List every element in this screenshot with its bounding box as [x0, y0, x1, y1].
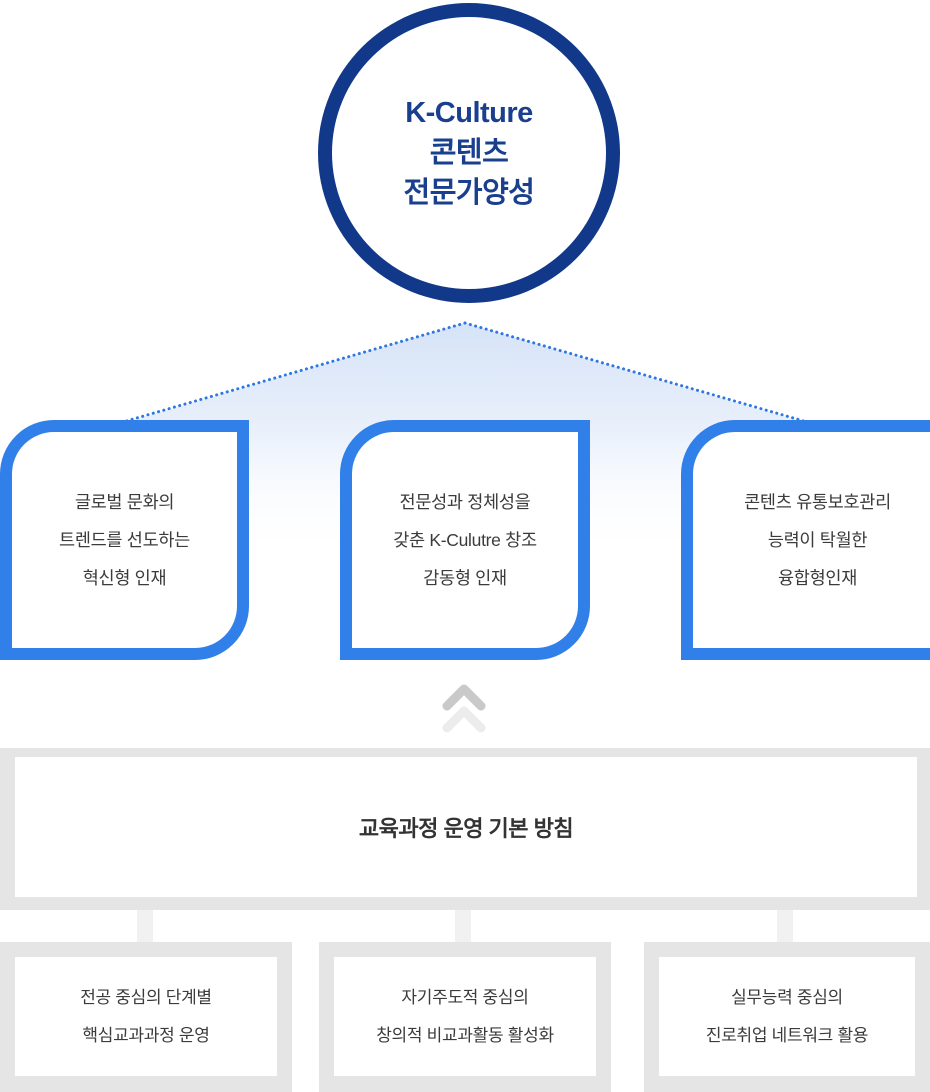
strategy-box-inner: 실무능력 중심의 진로취업 네트워크 활용 [659, 957, 915, 1076]
strategy-box-line: 실무능력 중심의 [731, 987, 843, 1007]
double-chevron-up-icon [442, 684, 486, 733]
connector-strip [777, 909, 793, 943]
goal-line: 전문가양성 [403, 177, 535, 209]
talent-box-line: 갖춘 K-Culutre 창조 [393, 530, 537, 550]
talent-box-line: 트렌드를 선도하는 [59, 530, 190, 550]
talent-box-creative: 전문성과 정체성을 갖춘 K-Culutre 창조 감동형 인재 [340, 420, 590, 660]
strategy-box-inner: 자기주도적 중심의 창의적 비교과활동 활성화 [334, 957, 596, 1076]
connector-strip [455, 909, 471, 943]
talent-box-line: 전문성과 정체성을 [399, 492, 531, 512]
strategy-box-line: 진로취업 네트워크 활용 [705, 1025, 869, 1045]
talent-box-line: 융합형인재 [778, 568, 857, 588]
talent-box-line: 감동형 인재 [423, 568, 507, 588]
strategy-box-inner: 전공 중심의 단계별 핵심교과과정 운영 [15, 957, 277, 1076]
policy-panel-inner: 교육과정 운영 기본 방침 [15, 757, 917, 897]
policy-panel-title: 교육과정 운영 기본 방침 [358, 816, 574, 841]
strategy-box-self-directed: 자기주도적 중심의 창의적 비교과활동 활성화 [319, 942, 611, 1092]
dotted-line-left [114, 321, 467, 426]
strategy-box-line: 자기주도적 중심의 [401, 987, 529, 1007]
talent-box-line: 글로벌 문화의 [74, 492, 175, 512]
goal-circle: K-Culture 콘텐츠 전문가양성 [318, 3, 620, 303]
goal-line: K-Culture [405, 97, 533, 129]
strategy-box-line: 전공 중심의 단계별 [80, 987, 212, 1007]
strategy-box-line: 창의적 비교과활동 활성화 [376, 1025, 554, 1045]
goal-line: 콘텐츠 [429, 137, 509, 169]
connector-strip [137, 909, 153, 943]
strategy-box-line: 핵심교과과정 운영 [82, 1025, 210, 1045]
talent-box-convergent: 콘텐츠 유통보호관리 능력이 탁월한 융합형인재 [681, 420, 930, 660]
talent-box-innovative: 글로벌 문화의 트렌드를 선도하는 혁신형 인재 [0, 420, 249, 660]
talent-box-line: 능력이 탁월한 [767, 530, 868, 550]
strategy-box-career: 실무능력 중심의 진로취업 네트워크 활용 [644, 942, 930, 1092]
strategy-box-curriculum: 전공 중심의 단계별 핵심교과과정 운영 [0, 942, 292, 1092]
policy-panel: 교육과정 운영 기본 방침 [0, 748, 930, 910]
talent-box-line: 콘텐츠 유통보호관리 [744, 492, 891, 512]
talent-box-line: 혁신형 인재 [82, 568, 167, 588]
dotted-line-right [463, 321, 816, 426]
